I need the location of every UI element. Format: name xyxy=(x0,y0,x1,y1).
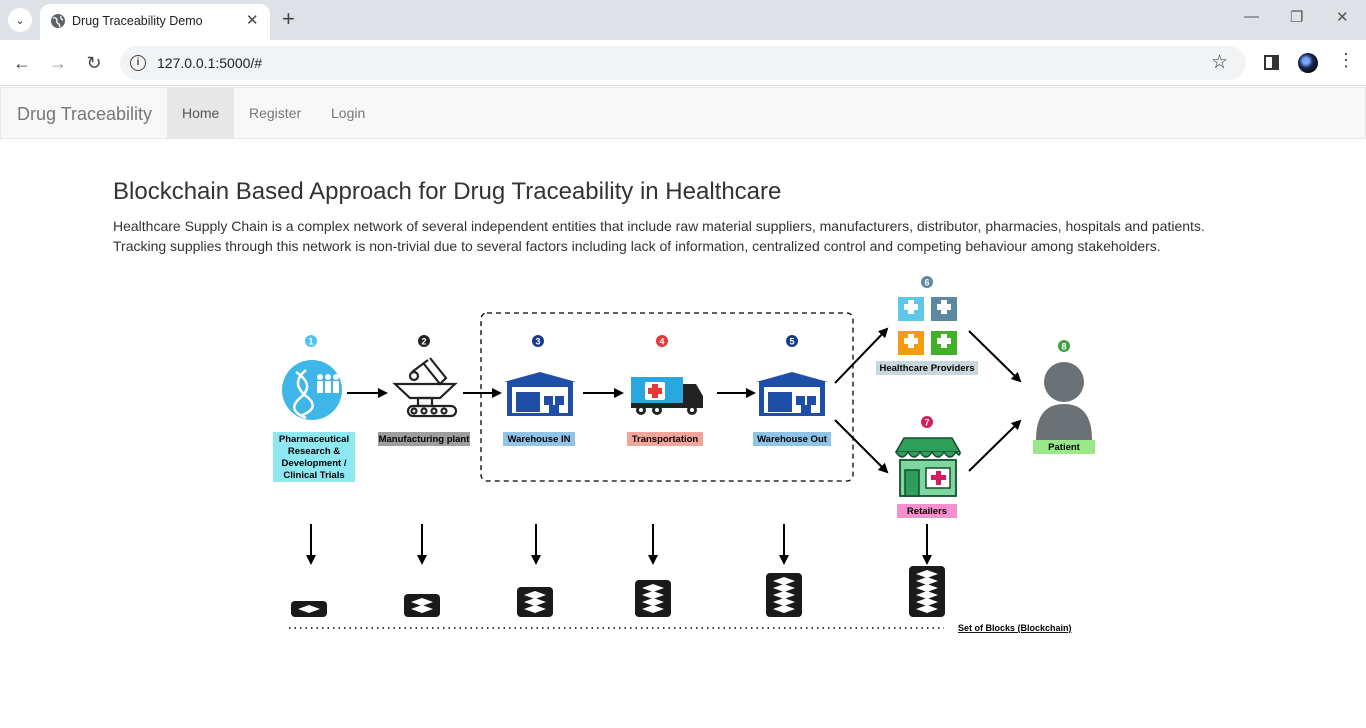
block-stack-icon xyxy=(909,566,945,617)
back-button[interactable]: ← xyxy=(13,52,31,73)
stage-1-label-line: Development / xyxy=(282,458,347,469)
address-bar[interactable]: i 127.0.0.1:5000/# ☆ xyxy=(120,46,1246,80)
stage-8-label-bg xyxy=(1033,440,1095,454)
site-info-icon[interactable]: i xyxy=(130,55,146,71)
stage-6-label-bg xyxy=(876,361,978,375)
block-stack-icon xyxy=(517,587,553,617)
side-panel-icon[interactable] xyxy=(1264,55,1279,70)
stage-1-number: 1 xyxy=(308,336,313,346)
stage-1-badge xyxy=(305,335,317,347)
stage-5-badge xyxy=(786,335,798,347)
stage-4-label-line: Transportation xyxy=(632,434,699,445)
warehouse-in-icon xyxy=(504,372,576,416)
delivery-truck-icon xyxy=(631,377,703,415)
retail-store-icon xyxy=(894,437,962,497)
block-stack-icon xyxy=(635,580,671,617)
stage-6-number: 6 xyxy=(924,277,929,287)
stage-1-label-line: Research & xyxy=(288,446,340,457)
stage-2-label-bg xyxy=(378,432,470,446)
profile-avatar[interactable] xyxy=(1298,53,1318,73)
menu-kebab-icon[interactable]: ⋮ xyxy=(1337,50,1355,70)
stage-4-label-bg xyxy=(627,432,703,446)
browser-toolbar: ← → ↻ i 127.0.0.1:5000/# ☆ ⋮ xyxy=(0,40,1366,86)
tab-search-button[interactable]: ⌄ xyxy=(8,8,32,32)
blockchain-label: Set of Blocks (Blockchain) xyxy=(958,623,1072,633)
stage-7-label-bg xyxy=(897,504,957,518)
stage-1-label-line: Clinical Trials xyxy=(283,470,344,481)
stage-3-label-line: Warehouse IN xyxy=(508,434,571,445)
block-stack-icon xyxy=(404,594,440,617)
intro-paragraph: Healthcare Supply Chain is a complex net… xyxy=(113,216,1253,256)
stage-5-number: 5 xyxy=(789,336,794,346)
stage-8-label-line: Patient xyxy=(1048,442,1081,453)
forward-button[interactable]: → xyxy=(49,52,67,73)
bookmark-star-icon[interactable]: ☆ xyxy=(1211,52,1229,73)
distribution-dashed-box xyxy=(480,312,854,482)
stage-7-label-line: Retailers xyxy=(907,506,947,517)
tab-title: Drug Traceability Demo xyxy=(72,14,203,28)
restore-icon[interactable]: ❐ xyxy=(1290,9,1304,26)
stage-1-label-line: Pharmaceutical xyxy=(279,434,349,445)
stage-6-badge xyxy=(921,276,933,288)
supply-chain-diagram: Set of Blocks (Blockchain) 1 2 3 4 5 6 7 8 Phar… xyxy=(273,276,1095,633)
globe-icon xyxy=(51,14,65,28)
stage-2-badge xyxy=(418,335,430,347)
hospitals-icon xyxy=(898,297,957,355)
stage-6-label-line: Healthcare Providers xyxy=(879,363,974,374)
stage-8-number: 8 xyxy=(1061,341,1066,351)
nav-login[interactable]: Login xyxy=(331,105,366,121)
app-navbar: Drug Traceability Home Register Login xyxy=(0,87,1366,139)
reload-button[interactable]: ↻ xyxy=(86,52,102,73)
url-text[interactable]: 127.0.0.1:5000/# xyxy=(157,55,263,71)
block-stack-icon xyxy=(766,573,802,617)
new-tab-button[interactable]: + xyxy=(282,6,295,31)
manufacturing-plant-icon xyxy=(392,357,458,418)
page-title: Blockchain Based Approach for Drug Trace… xyxy=(113,178,782,205)
stage-3-label-bg xyxy=(503,432,575,446)
stage-3-badge xyxy=(532,335,544,347)
stage-8-badge xyxy=(1058,340,1070,352)
stage-2-label-line: Manufacturing plant xyxy=(379,434,471,445)
browser-tab-strip: ⌄ Drug Traceability Demo ✕ + — ❐ ✕ xyxy=(0,0,1366,40)
minimize-icon[interactable]: — xyxy=(1244,8,1259,25)
stage-7-number: 7 xyxy=(924,417,929,427)
stage-5-label-line: Warehouse Out xyxy=(757,434,828,445)
close-tab-icon[interactable]: ✕ xyxy=(246,12,259,29)
stage-4-badge xyxy=(656,335,668,347)
block-stack-icon xyxy=(291,601,327,617)
patient-icon xyxy=(1036,362,1092,440)
stage-4-number: 4 xyxy=(659,336,664,346)
nav-home[interactable]: Home xyxy=(167,88,235,138)
stage-2-number: 2 xyxy=(421,336,426,346)
intro-line-1: Healthcare Supply Chain is a complex net… xyxy=(113,218,1205,234)
warehouse-out-icon xyxy=(756,372,828,416)
research-icon xyxy=(282,360,342,420)
stage-7-badge xyxy=(921,416,933,428)
stage-1-label-bg xyxy=(273,432,355,482)
stage-5-label-bg xyxy=(753,432,831,446)
nav-register[interactable]: Register xyxy=(249,105,302,121)
browser-tab[interactable]: Drug Traceability Demo ✕ xyxy=(40,4,270,40)
stage-3-number: 3 xyxy=(535,336,540,346)
intro-line-2: Tracking supplies through this network i… xyxy=(113,238,1161,254)
window-close-icon[interactable]: ✕ xyxy=(1336,9,1349,26)
navbar-brand[interactable]: Drug Traceability xyxy=(17,104,153,124)
